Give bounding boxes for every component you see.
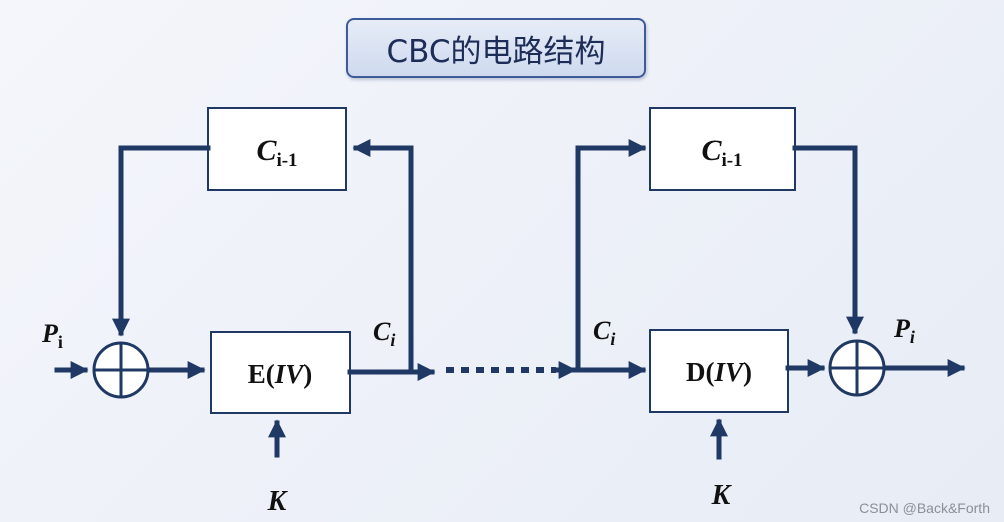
enc-input-label: Pi bbox=[41, 319, 63, 352]
dec-feedback-arrow bbox=[792, 145, 864, 335]
enc-key-label: K bbox=[267, 486, 289, 517]
enc-output-label: Ci bbox=[373, 317, 395, 350]
dec-input-label: Ci bbox=[593, 316, 615, 349]
dec-xor-icon bbox=[828, 339, 886, 397]
dec-register-box bbox=[649, 107, 796, 191]
enc-register-box bbox=[207, 107, 347, 191]
enc-cipher-box bbox=[210, 331, 351, 414]
dec-register-label: Ci-1 bbox=[701, 134, 742, 171]
diagram-title: CBC的电路结构 bbox=[346, 18, 646, 78]
dec-key-label: K bbox=[711, 480, 733, 511]
watermark: CSDN @Back&Forth bbox=[859, 500, 990, 516]
dec-register-update-arrow bbox=[575, 139, 647, 373]
enc-register-label: Ci-1 bbox=[256, 134, 297, 171]
enc-register-update-arrow bbox=[352, 139, 414, 375]
enc-xor-icon bbox=[92, 341, 150, 399]
enc-cipher-label: E(IV) bbox=[248, 359, 313, 389]
enc-feedback-arrow bbox=[112, 145, 211, 337]
dec-cipher-box bbox=[649, 329, 789, 413]
dec-cipher-label: D(IV) bbox=[686, 357, 752, 387]
dec-output-label: Pi bbox=[893, 314, 915, 347]
